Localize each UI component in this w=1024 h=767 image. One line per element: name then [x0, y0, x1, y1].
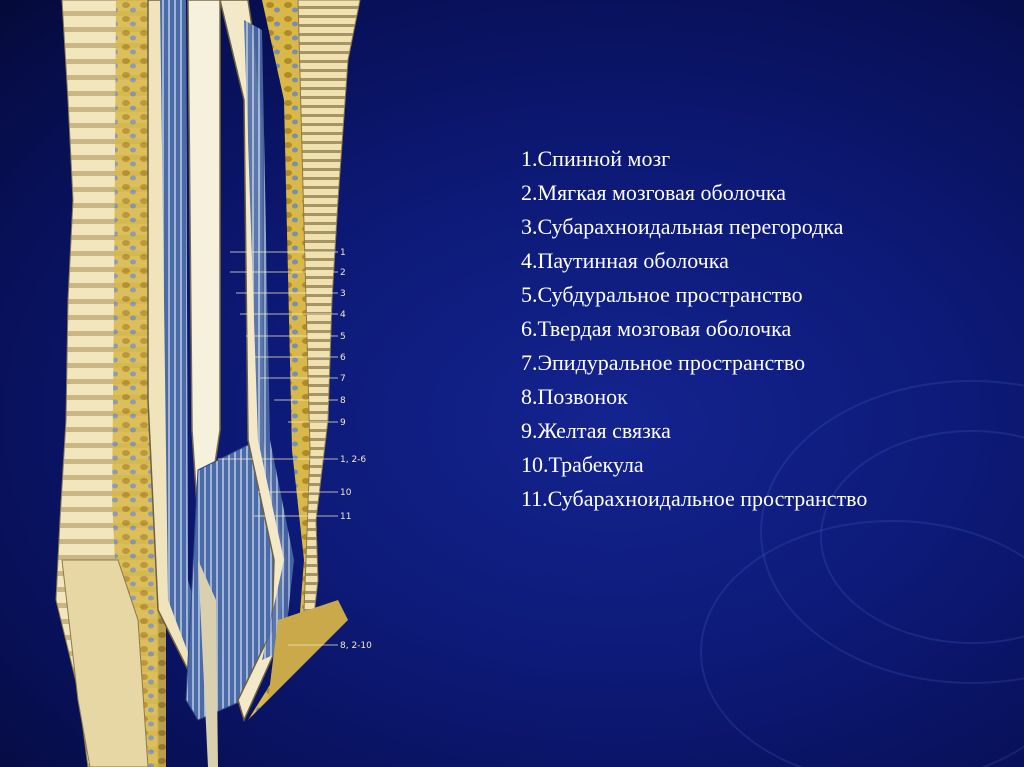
- legend-item: 2.Мягкая мозговая оболочка: [521, 180, 787, 205]
- legend-item: 10.Трабекула: [521, 452, 644, 477]
- spinal-cord-section-illustration: 1 2 3 4 5 6 7 8 9 1, 2-6 10 11 8, 2-10: [55, 0, 372, 767]
- illustration-label: 1: [340, 248, 346, 258]
- illustration-label: 9: [340, 418, 346, 428]
- nerve-roots-right: [244, 20, 294, 660]
- legend-item: 11.Субарахноидальное пространство: [521, 486, 868, 511]
- illustration-label: 2: [340, 268, 346, 278]
- illustration-label: 8: [340, 396, 346, 406]
- illustration-label: 5: [340, 332, 346, 342]
- illustration-label: 11: [340, 512, 351, 522]
- legend-item: 6.Твердая мозговая оболочка: [521, 316, 792, 341]
- legend-item: 8.Позвонок: [521, 384, 628, 409]
- legend-item: 7.Эпидуральное пространство: [521, 350, 806, 375]
- illustration-label: 10: [340, 488, 352, 498]
- illustration-label: 7: [340, 374, 346, 384]
- illustration-label: 4: [340, 310, 346, 320]
- legend-item: 5.Субдуральное пространство: [521, 282, 803, 307]
- spinous-processes: [297, 0, 361, 662]
- legend-item: 3.Субарахноидальная перегородка: [521, 214, 844, 239]
- illustration-label: 3: [340, 289, 346, 299]
- leader-lines: [218, 251, 338, 646]
- nerve-roots-left: [160, 0, 223, 705]
- illustration-label: 1, 2-6: [340, 455, 366, 465]
- epidural-fat-right: [248, 0, 316, 720]
- background-swirl: [700, 520, 1024, 767]
- legend-item: 1.Спинной мозг: [521, 146, 671, 171]
- legend-item: 9.Желтая связка: [521, 418, 671, 443]
- legend-list: 1.Спинной мозг 2.Мягкая мозговая оболочк…: [521, 142, 1001, 516]
- filum-terminale: [198, 560, 218, 767]
- sacrum: [61, 559, 149, 767]
- legend-item: 4.Паутинная оболочка: [521, 248, 729, 273]
- sacral-fat: [268, 600, 348, 700]
- illustration-label: 6: [340, 353, 346, 363]
- illustration-label: 8, 2-10: [340, 641, 372, 651]
